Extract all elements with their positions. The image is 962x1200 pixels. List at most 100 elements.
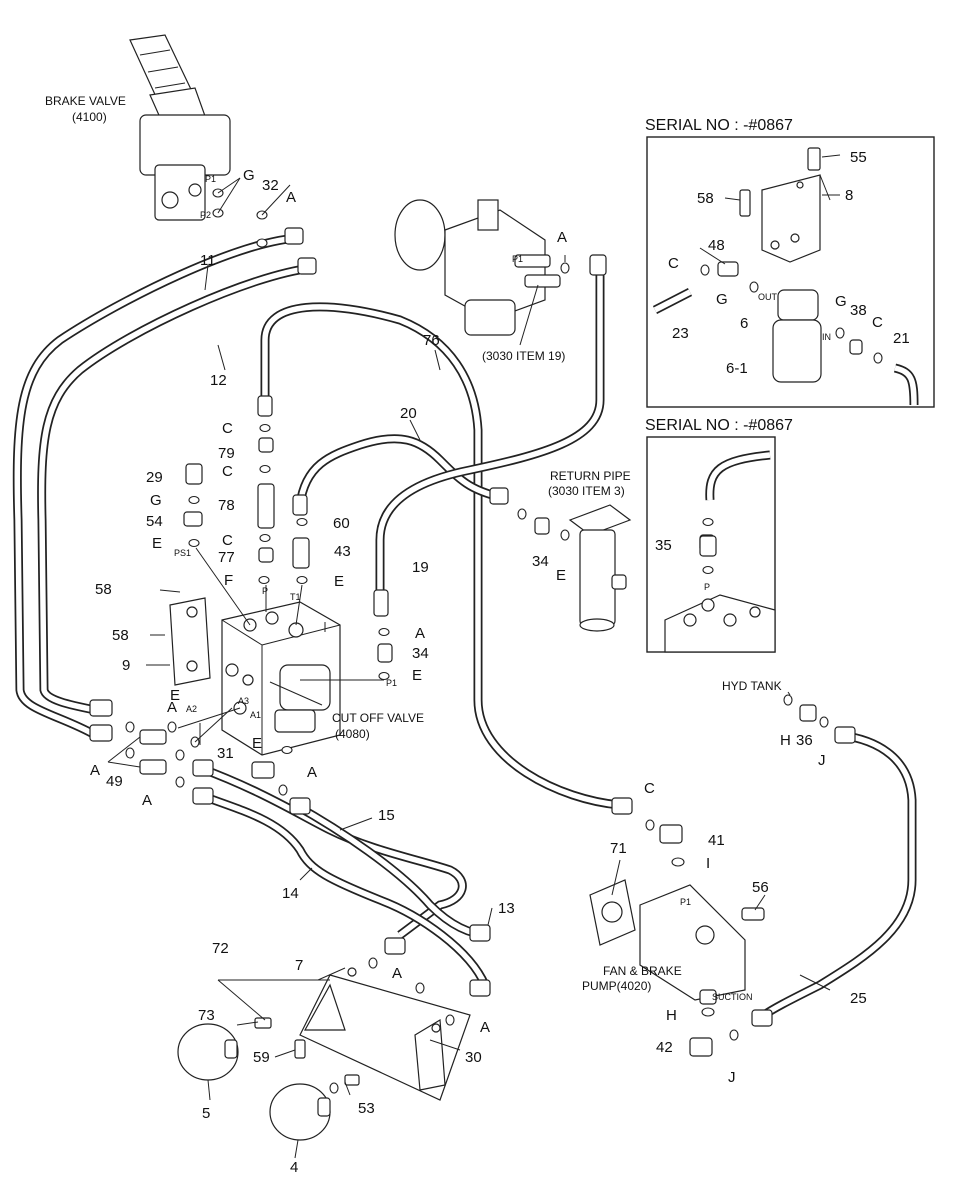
callout-label: C	[872, 314, 883, 331]
brake-valve-label: BRAKE VALVE	[45, 94, 126, 108]
return-pipe-ref: (3030 ITEM 3)	[548, 484, 625, 498]
callout-label: 72	[212, 940, 229, 957]
port-a1: A1	[250, 710, 261, 720]
callout-label: A	[557, 229, 567, 246]
callout-label: 77	[218, 549, 235, 566]
cut-off-valve-block	[221, 601, 341, 756]
callout-label: A	[90, 762, 100, 779]
callout-label: 31	[217, 745, 234, 762]
callout-label: G	[150, 492, 162, 509]
callout-label: 4	[290, 1159, 298, 1176]
callout-label: G	[835, 293, 847, 310]
callout-label: 6	[740, 315, 748, 332]
port-in: IN	[822, 332, 831, 342]
serial-inset-filter-box	[646, 136, 935, 408]
callout-label: 60	[333, 515, 350, 532]
port-p1: P1	[205, 174, 216, 184]
callout-label: 78	[218, 497, 235, 514]
port-labels: P1 P2 PS1 P T1 A1 A2 A3 OUT IN SUCTION P…	[174, 174, 831, 1002]
callout-label: 7	[295, 957, 303, 974]
callout-label: 19	[412, 559, 429, 576]
callout-label: J	[818, 752, 826, 769]
callout-label: A	[286, 189, 296, 206]
valve-3030-item19	[394, 199, 561, 336]
callout-label: E	[334, 573, 344, 590]
callout-label: 71	[610, 840, 627, 857]
bracket-9	[169, 597, 211, 686]
port-p: P	[262, 586, 268, 596]
port-detail-p: P	[704, 582, 710, 592]
port-suction: SUCTION	[712, 992, 753, 1002]
callout-label: 73	[198, 1007, 215, 1024]
callout-label: 38	[850, 302, 867, 319]
callout-label: 59	[253, 1049, 270, 1066]
callout-label: 76	[423, 332, 440, 349]
port-out: OUT	[758, 292, 778, 302]
hoses	[12, 233, 917, 1022]
callout-label: 14	[282, 885, 299, 902]
callout-label: 35	[655, 537, 672, 554]
port-valve-p1: P1	[512, 254, 523, 264]
callout-label: 25	[850, 990, 867, 1007]
callout-label: E	[556, 567, 566, 584]
port-p2: P2	[200, 210, 211, 220]
port-a2: A2	[186, 704, 197, 714]
inset-filter-parts	[652, 147, 919, 406]
callout-label: 32	[262, 177, 279, 194]
accumulator-bracket	[299, 967, 471, 1101]
callout-label: C	[222, 532, 233, 549]
callout-label: C	[644, 780, 655, 797]
callout-label: C	[668, 255, 679, 272]
callout-label: E	[152, 535, 162, 552]
port-a3: A3	[238, 696, 249, 706]
item19-ref-label: (3030 ITEM 19)	[482, 349, 565, 363]
callout-label: A	[307, 764, 317, 781]
cut-off-valve-label: CUT OFF VALVE	[332, 711, 424, 725]
return-pipe	[568, 504, 632, 632]
callout-label: 11	[200, 252, 216, 269]
callout-label: 53	[358, 1100, 375, 1117]
callout-label: J	[728, 1069, 736, 1086]
callout-label: E	[252, 735, 262, 752]
fan-brake-pump	[589, 879, 765, 1005]
callout-label: 21	[893, 330, 910, 347]
callout-label: G	[716, 291, 728, 308]
callout-label: 15	[378, 807, 395, 824]
callout-label: A	[480, 1019, 490, 1036]
callout-label: A	[392, 965, 402, 982]
callout-label: 36	[796, 732, 813, 749]
leader-lines	[107, 177, 831, 1159]
callout-label: 13	[498, 900, 515, 917]
callout-label: 56	[752, 879, 769, 896]
callout-label: 8	[845, 187, 853, 204]
port-p1b: P1	[386, 678, 397, 688]
pump-label-1: FAN & BRAKE	[603, 964, 682, 978]
brake-valve-ref: (4100)	[72, 110, 107, 124]
callout-label: 54	[146, 513, 163, 530]
callout-label: H	[780, 732, 791, 749]
port-ps1: PS1	[174, 548, 191, 558]
callout-label: 58	[112, 627, 129, 644]
callout-label: A	[167, 699, 177, 716]
callout-label: C	[222, 420, 233, 437]
callout-label: 6-1	[726, 360, 748, 377]
callout-label: F	[224, 572, 233, 589]
callout-label: 23	[672, 325, 689, 342]
callout-label: 34	[412, 645, 429, 662]
hyd-tank-label: HYD TANK	[722, 679, 782, 693]
callout-label: 43	[334, 543, 351, 560]
callout-label: 55	[850, 149, 867, 166]
callout-label: 58	[697, 190, 714, 207]
callout-label: A	[415, 625, 425, 642]
pump-label-2: PUMP(4020)	[582, 979, 651, 993]
callout-label: 34	[532, 553, 549, 570]
callout-label: 42	[656, 1039, 673, 1056]
callout-label: 9	[122, 657, 130, 674]
hose-fittings	[89, 227, 856, 1027]
callout-label: 12	[210, 372, 227, 389]
callout-label: 5	[202, 1105, 210, 1122]
section-headers: SERIAL NO : -#0867 SERIAL NO : -#0867	[645, 117, 793, 434]
callout-label: H	[666, 1007, 677, 1024]
callout-label: E	[170, 687, 180, 704]
inset-fitting-parts	[664, 450, 776, 653]
